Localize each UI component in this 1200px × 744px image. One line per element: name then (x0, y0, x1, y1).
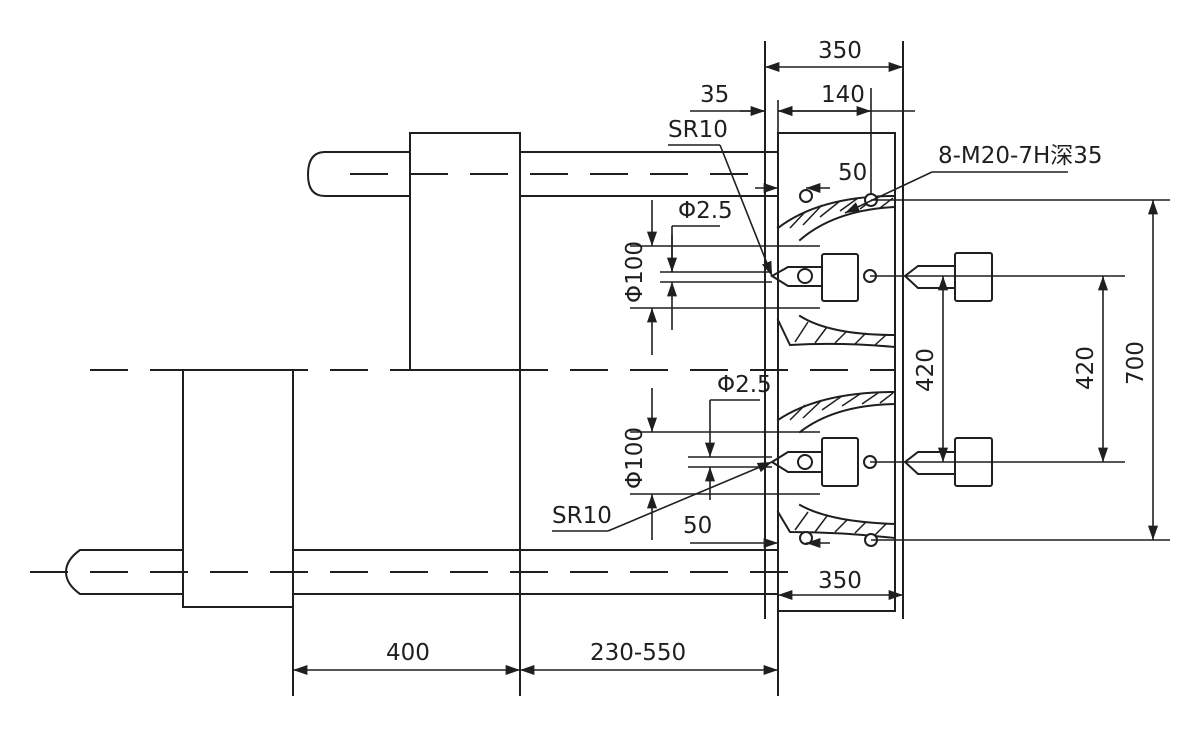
dim-420-inner-label: 420 (913, 348, 939, 392)
upper-nozzle-port (797, 268, 813, 284)
dim-phi100-bottom: Φ100 (622, 388, 820, 540)
upper-horn-lower (776, 314, 896, 349)
upper-nozzle (770, 253, 877, 302)
dim-700-label: 700 (1123, 341, 1149, 385)
dim-top-350: 350 (765, 38, 903, 73)
top-rod-left-cap (306, 151, 411, 197)
phi25-bottom-label: Φ2.5 (717, 372, 772, 398)
dim-230-550-label: 230-550 (590, 640, 686, 666)
dim-700: 700 (1123, 200, 1159, 540)
dim-420-outer-label: 420 (1073, 346, 1099, 390)
lower-nozzle-port (797, 454, 813, 470)
top-cylinder-block (409, 132, 521, 371)
sr10-top-label: SR10 (668, 117, 728, 143)
dim-top-350-label: 350 (818, 38, 862, 64)
dim-bottom-350-label: 350 (818, 568, 862, 594)
leader-thread-note: 8-M20-7H深35 (844, 143, 1103, 214)
dim-50-top: 50 (755, 160, 867, 194)
upper-injection-barrel (954, 252, 993, 302)
dim-35-140: 35 140 (690, 82, 915, 195)
upper-horn-hatching (789, 196, 894, 346)
dim-50-bottom-label: 50 (683, 513, 712, 539)
dim-phi25-top: Φ2.5 (660, 198, 772, 330)
lower-nozzle-body (821, 437, 859, 487)
dim-phi25-bottom: Φ2.5 (688, 372, 772, 500)
dim-400: 400 (293, 640, 520, 676)
dim-50-top-label: 50 (838, 160, 867, 186)
leader-sr10-top: SR10 (668, 117, 773, 277)
lower-horn-hatching (789, 392, 894, 536)
dim-35-label: 35 (700, 82, 729, 108)
bolt-hole-top-left (799, 189, 813, 203)
upper-horn-outer (776, 194, 896, 242)
dim-420-inner: 420 (913, 276, 949, 462)
dim-bottom-350: 350 (778, 568, 903, 601)
dim-phi100-top: Φ100 (622, 200, 820, 355)
phi100-bottom-label: Φ100 (622, 427, 648, 489)
lower-injection-nozzle (903, 451, 956, 475)
upper-nozzle-body (821, 253, 859, 302)
sr10-bottom-label: SR10 (552, 503, 612, 529)
thread-note-label: 8-M20-7H深35 (938, 143, 1103, 169)
lower-injection-unit (870, 437, 1125, 487)
fixed-platen (764, 41, 904, 619)
leader-sr10-bottom: SR10 (552, 461, 773, 532)
lower-horn-upper (776, 390, 896, 434)
lower-nozzle (770, 437, 877, 487)
dim-140-label: 140 (821, 82, 865, 108)
dim-230-550: 230-550 (520, 640, 778, 676)
phi25-top-label: Φ2.5 (678, 198, 733, 224)
upper-nozzle-tip (770, 266, 823, 287)
phi100-top-label: Φ100 (622, 241, 648, 303)
top-cylinder-assembly (306, 132, 779, 371)
dim-400-label: 400 (386, 640, 430, 666)
dim-50-bottom: 50 (683, 513, 830, 549)
platen-outline (777, 132, 896, 612)
dim-420-outer: 420 (1073, 276, 1109, 462)
upper-injection-nozzle (903, 265, 956, 289)
lower-horn-lower (776, 503, 896, 540)
upper-injection-unit (870, 252, 1125, 302)
